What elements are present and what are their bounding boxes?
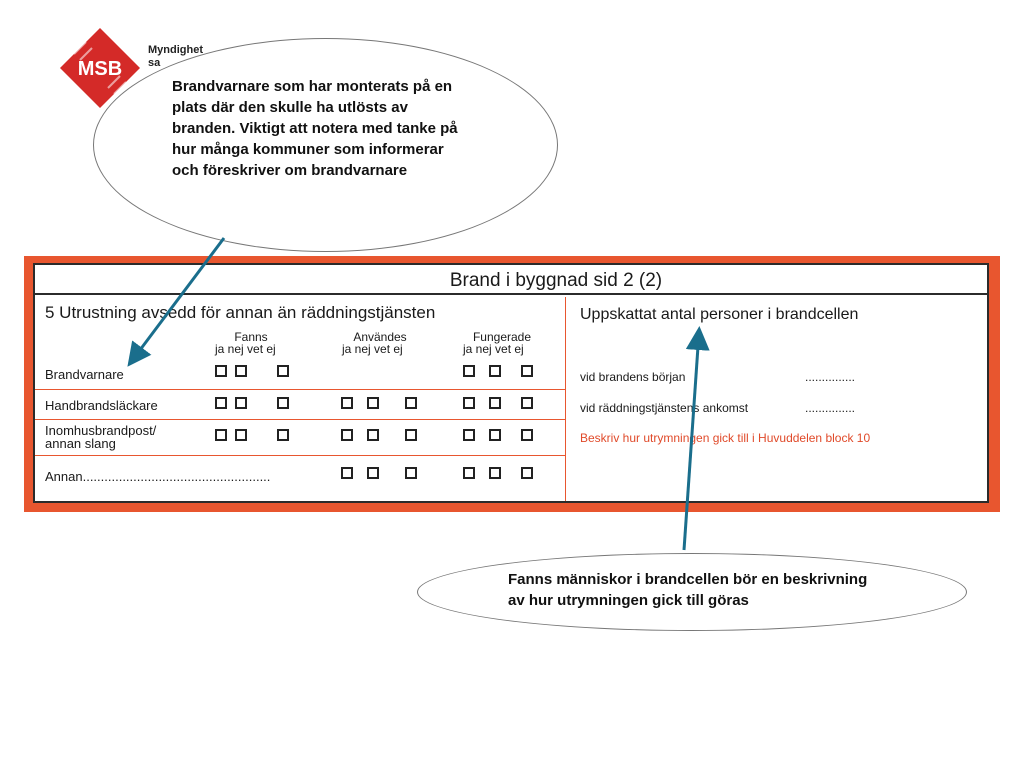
checkbox-annan-anvandes-vetej[interactable]: [405, 467, 417, 479]
logo-org-name: Myndighet sa: [148, 44, 203, 69]
persons-at-arrival-label: vid räddningstjänstens ankomst: [580, 401, 749, 415]
row-label-handbrandslackare: Handbrandsläckare: [45, 398, 158, 413]
checkbox-brandvarnare-fungerade-vetej[interactable]: [521, 365, 533, 377]
checkbox-brandvarnare-fanns-nej[interactable]: [235, 365, 247, 377]
callout-bottom-bubble: [417, 553, 967, 631]
col-sub-anvandes: ja nej vet ej: [342, 342, 403, 356]
row-label-inomhusbrandpost: Inomhusbrandpost/ annan slang: [45, 423, 157, 451]
evacuation-note: Beskriv hur utrymningen gick till i Huvu…: [580, 431, 871, 445]
checkbox-inomhusbrandpost-fanns-vetej[interactable]: [277, 429, 289, 441]
checkbox-brandvarnare-fanns-ja[interactable]: [215, 365, 227, 377]
checkbox-brandvarnare-fungerade-nej[interactable]: [489, 365, 501, 377]
col-sub-fungerade: ja nej vet ej: [463, 342, 524, 356]
col-head-fungerade: Fungerade: [472, 330, 532, 344]
checkbox-annan-anvandes-ja[interactable]: [341, 467, 353, 479]
checkbox-handbrandslackare-fungerade-ja[interactable]: [463, 397, 475, 409]
row-divider: [35, 455, 565, 456]
persons-at-start-field[interactable]: ...............: [805, 370, 856, 384]
logo-mark: MSB: [78, 58, 122, 80]
section-equipment-title: 5 Utrustning avsedd för annan än räddnin…: [45, 303, 436, 322]
section-persons-title: Uppskattat antal personer i brandcellen: [580, 306, 859, 323]
checkbox-brandvarnare-fanns-vetej[interactable]: [277, 365, 289, 377]
row-divider: [35, 389, 565, 390]
checkbox-inomhusbrandpost-anvandes-nej[interactable]: [367, 429, 379, 441]
row-label-annan: Annan...................................…: [45, 469, 271, 484]
msb-logo: MSB: [60, 28, 140, 108]
checkbox-inomhusbrandpost-anvandes-ja[interactable]: [341, 429, 353, 441]
callout-top-text: Brandvarnare som har monterats på en pla…: [172, 78, 458, 179]
checkbox-handbrandslackare-anvandes-ja[interactable]: [341, 397, 353, 409]
checkbox-inomhusbrandpost-fanns-nej[interactable]: [235, 429, 247, 441]
checkbox-annan-anvandes-nej[interactable]: [367, 467, 379, 479]
form-frame: Brand i byggnad sid 2 (2) 5 Utrustning a…: [24, 256, 1000, 512]
checkbox-handbrandslackare-fanns-ja[interactable]: [215, 397, 227, 409]
callout-top-bubble: [93, 38, 558, 252]
checkbox-handbrandslackare-fanns-nej[interactable]: [235, 397, 247, 409]
col-head-fanns: Fanns: [234, 330, 268, 344]
row-label-brandvarnare: Brandvarnare: [45, 367, 124, 382]
persons-at-arrival-field[interactable]: ...............: [805, 401, 856, 415]
callout-bottom-text: Fanns människor i brandcellen bör en bes…: [508, 571, 868, 609]
column-divider: [565, 297, 566, 501]
checkbox-inomhusbrandpost-fungerade-ja[interactable]: [463, 429, 475, 441]
row-divider: [35, 419, 565, 420]
checkbox-annan-fungerade-vetej[interactable]: [521, 467, 533, 479]
form-title: Brand i byggnad sid 2 (2): [35, 265, 987, 295]
col-sub-fanns: ja nej vet ej: [215, 342, 276, 356]
checkbox-annan-fungerade-nej[interactable]: [489, 467, 501, 479]
checkbox-annan-fungerade-ja[interactable]: [463, 467, 475, 479]
checkbox-handbrandslackare-anvandes-nej[interactable]: [367, 397, 379, 409]
checkbox-brandvarnare-fungerade-ja[interactable]: [463, 365, 475, 377]
checkbox-handbrandslackare-fungerade-vetej[interactable]: [521, 397, 533, 409]
checkbox-inomhusbrandpost-anvandes-vetej[interactable]: [405, 429, 417, 441]
checkbox-inomhusbrandpost-fanns-ja[interactable]: [215, 429, 227, 441]
form-body: Brand i byggnad sid 2 (2) 5 Utrustning a…: [33, 263, 989, 503]
col-head-anvandes: Användes: [353, 330, 407, 344]
checkbox-inomhusbrandpost-fungerade-nej[interactable]: [489, 429, 501, 441]
persons-at-start-label: vid brandens början: [580, 370, 686, 384]
checkbox-handbrandslackare-anvandes-vetej[interactable]: [405, 397, 417, 409]
checkbox-handbrandslackare-fanns-vetej[interactable]: [277, 397, 289, 409]
checkbox-inomhusbrandpost-fungerade-vetej[interactable]: [521, 429, 533, 441]
checkbox-handbrandslackare-fungerade-nej[interactable]: [489, 397, 501, 409]
